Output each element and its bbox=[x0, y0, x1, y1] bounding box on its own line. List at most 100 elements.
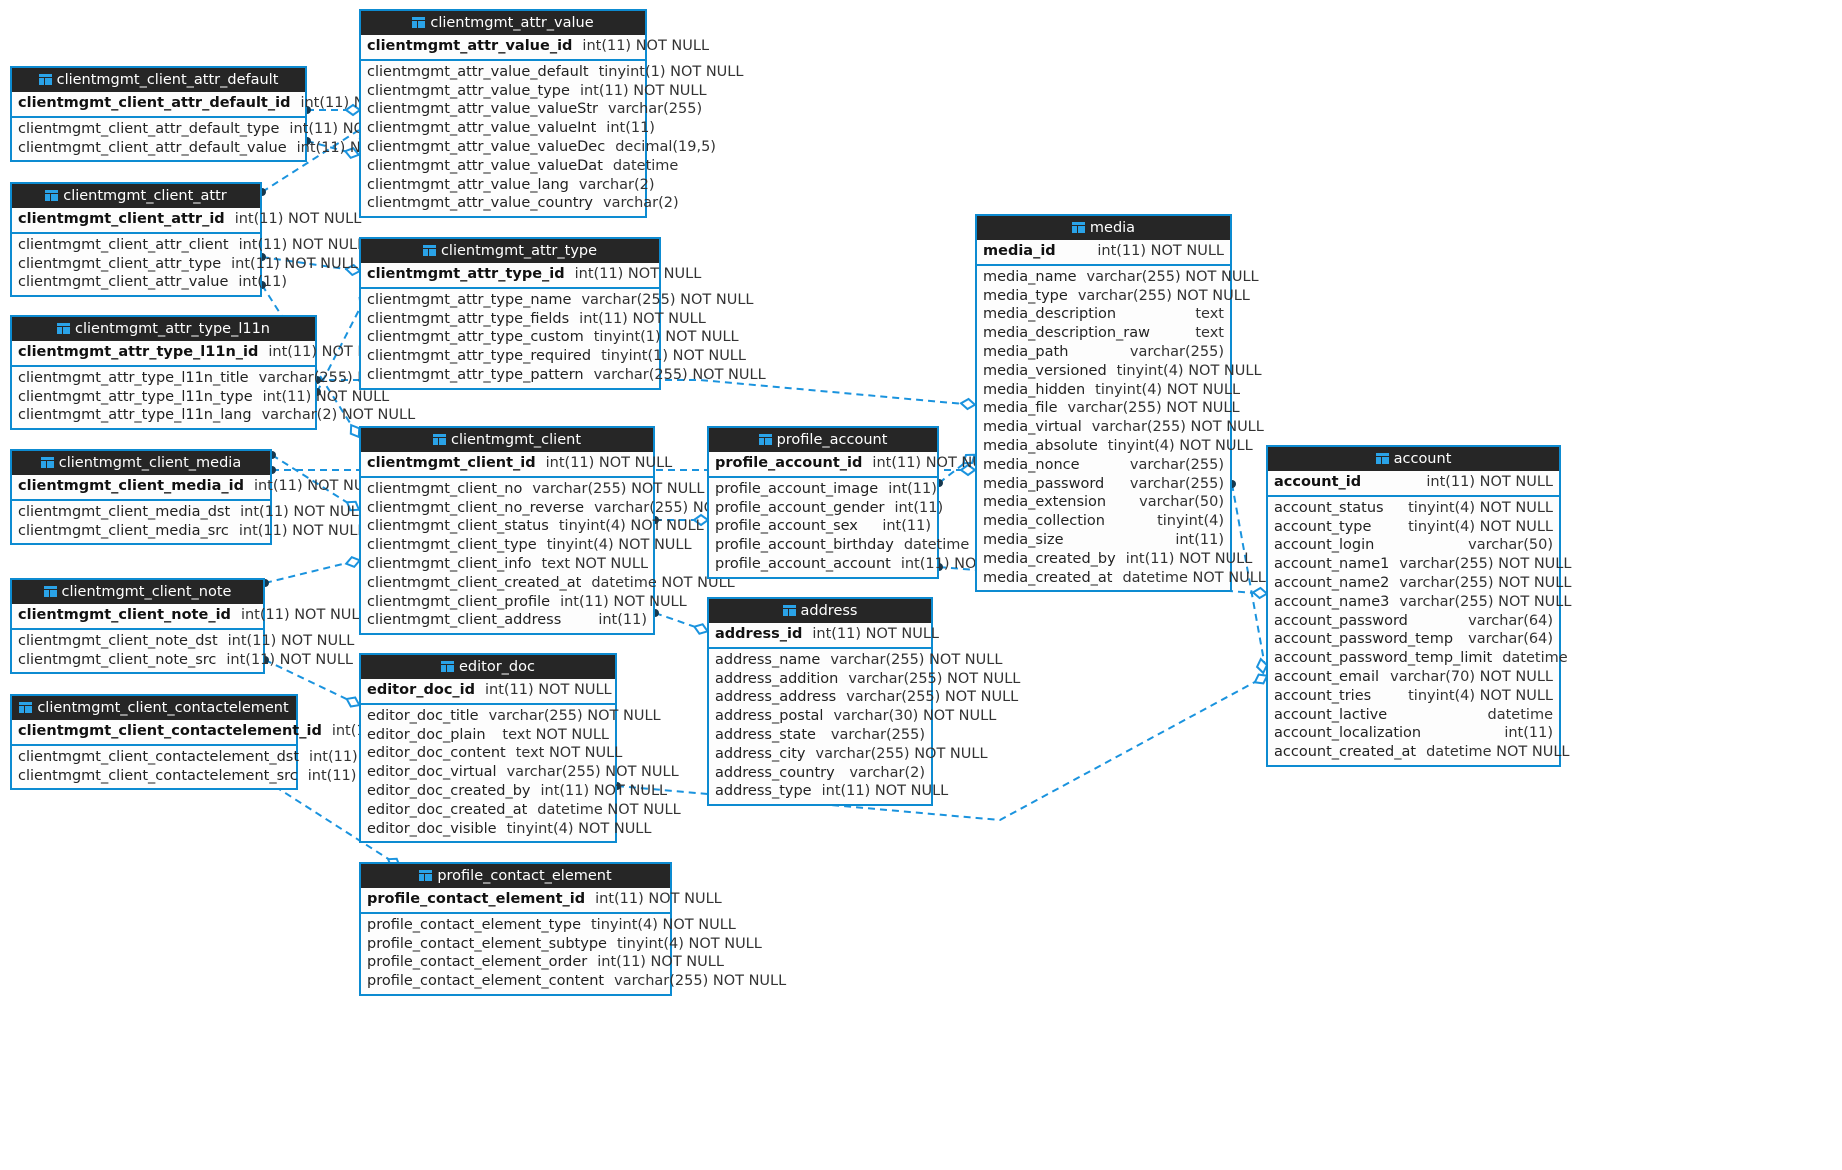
entity-title-bar[interactable]: profile_account bbox=[709, 428, 937, 452]
entity-title-bar[interactable]: profile_contact_element bbox=[361, 864, 670, 888]
entity-table-clientmgmt_client_note[interactable]: clientmgmt_client_note clientmgmt_client_… bbox=[10, 578, 368, 675]
entity-title-bar[interactable]: clientmgmt_client_attr bbox=[12, 184, 260, 208]
entity-title-bar[interactable]: clientmgmt_attr_value bbox=[361, 11, 645, 35]
entity-title-bar[interactable]: media bbox=[977, 216, 1230, 240]
entity-table-clientmgmt_client_contactelement[interactable]: clientmgmt_client_contactelement clientmg… bbox=[10, 694, 458, 791]
entity-title-bar[interactable]: address bbox=[709, 599, 931, 623]
entity-table-clientmgmt_attr_value[interactable]: clientmgmt_attr_value clientmgmt_attr_val… bbox=[359, 9, 743, 219]
entity-table-clientmgmt_client_attr[interactable]: clientmgmt_client_attr clientmgmt_client_… bbox=[10, 182, 365, 298]
entity-title-bar[interactable]: clientmgmt_client bbox=[361, 428, 653, 452]
entity-title-bar[interactable]: clientmgmt_client_contactelement bbox=[12, 696, 296, 720]
entity-title-bar[interactable]: account bbox=[1268, 447, 1559, 471]
entity-title-bar[interactable]: editor_doc bbox=[361, 655, 615, 679]
entity-title-bar[interactable]: clientmgmt_client_note bbox=[12, 580, 263, 604]
entity-table-profile_contact_element[interactable]: profile_contact_element profile_contact_e… bbox=[359, 862, 786, 996]
